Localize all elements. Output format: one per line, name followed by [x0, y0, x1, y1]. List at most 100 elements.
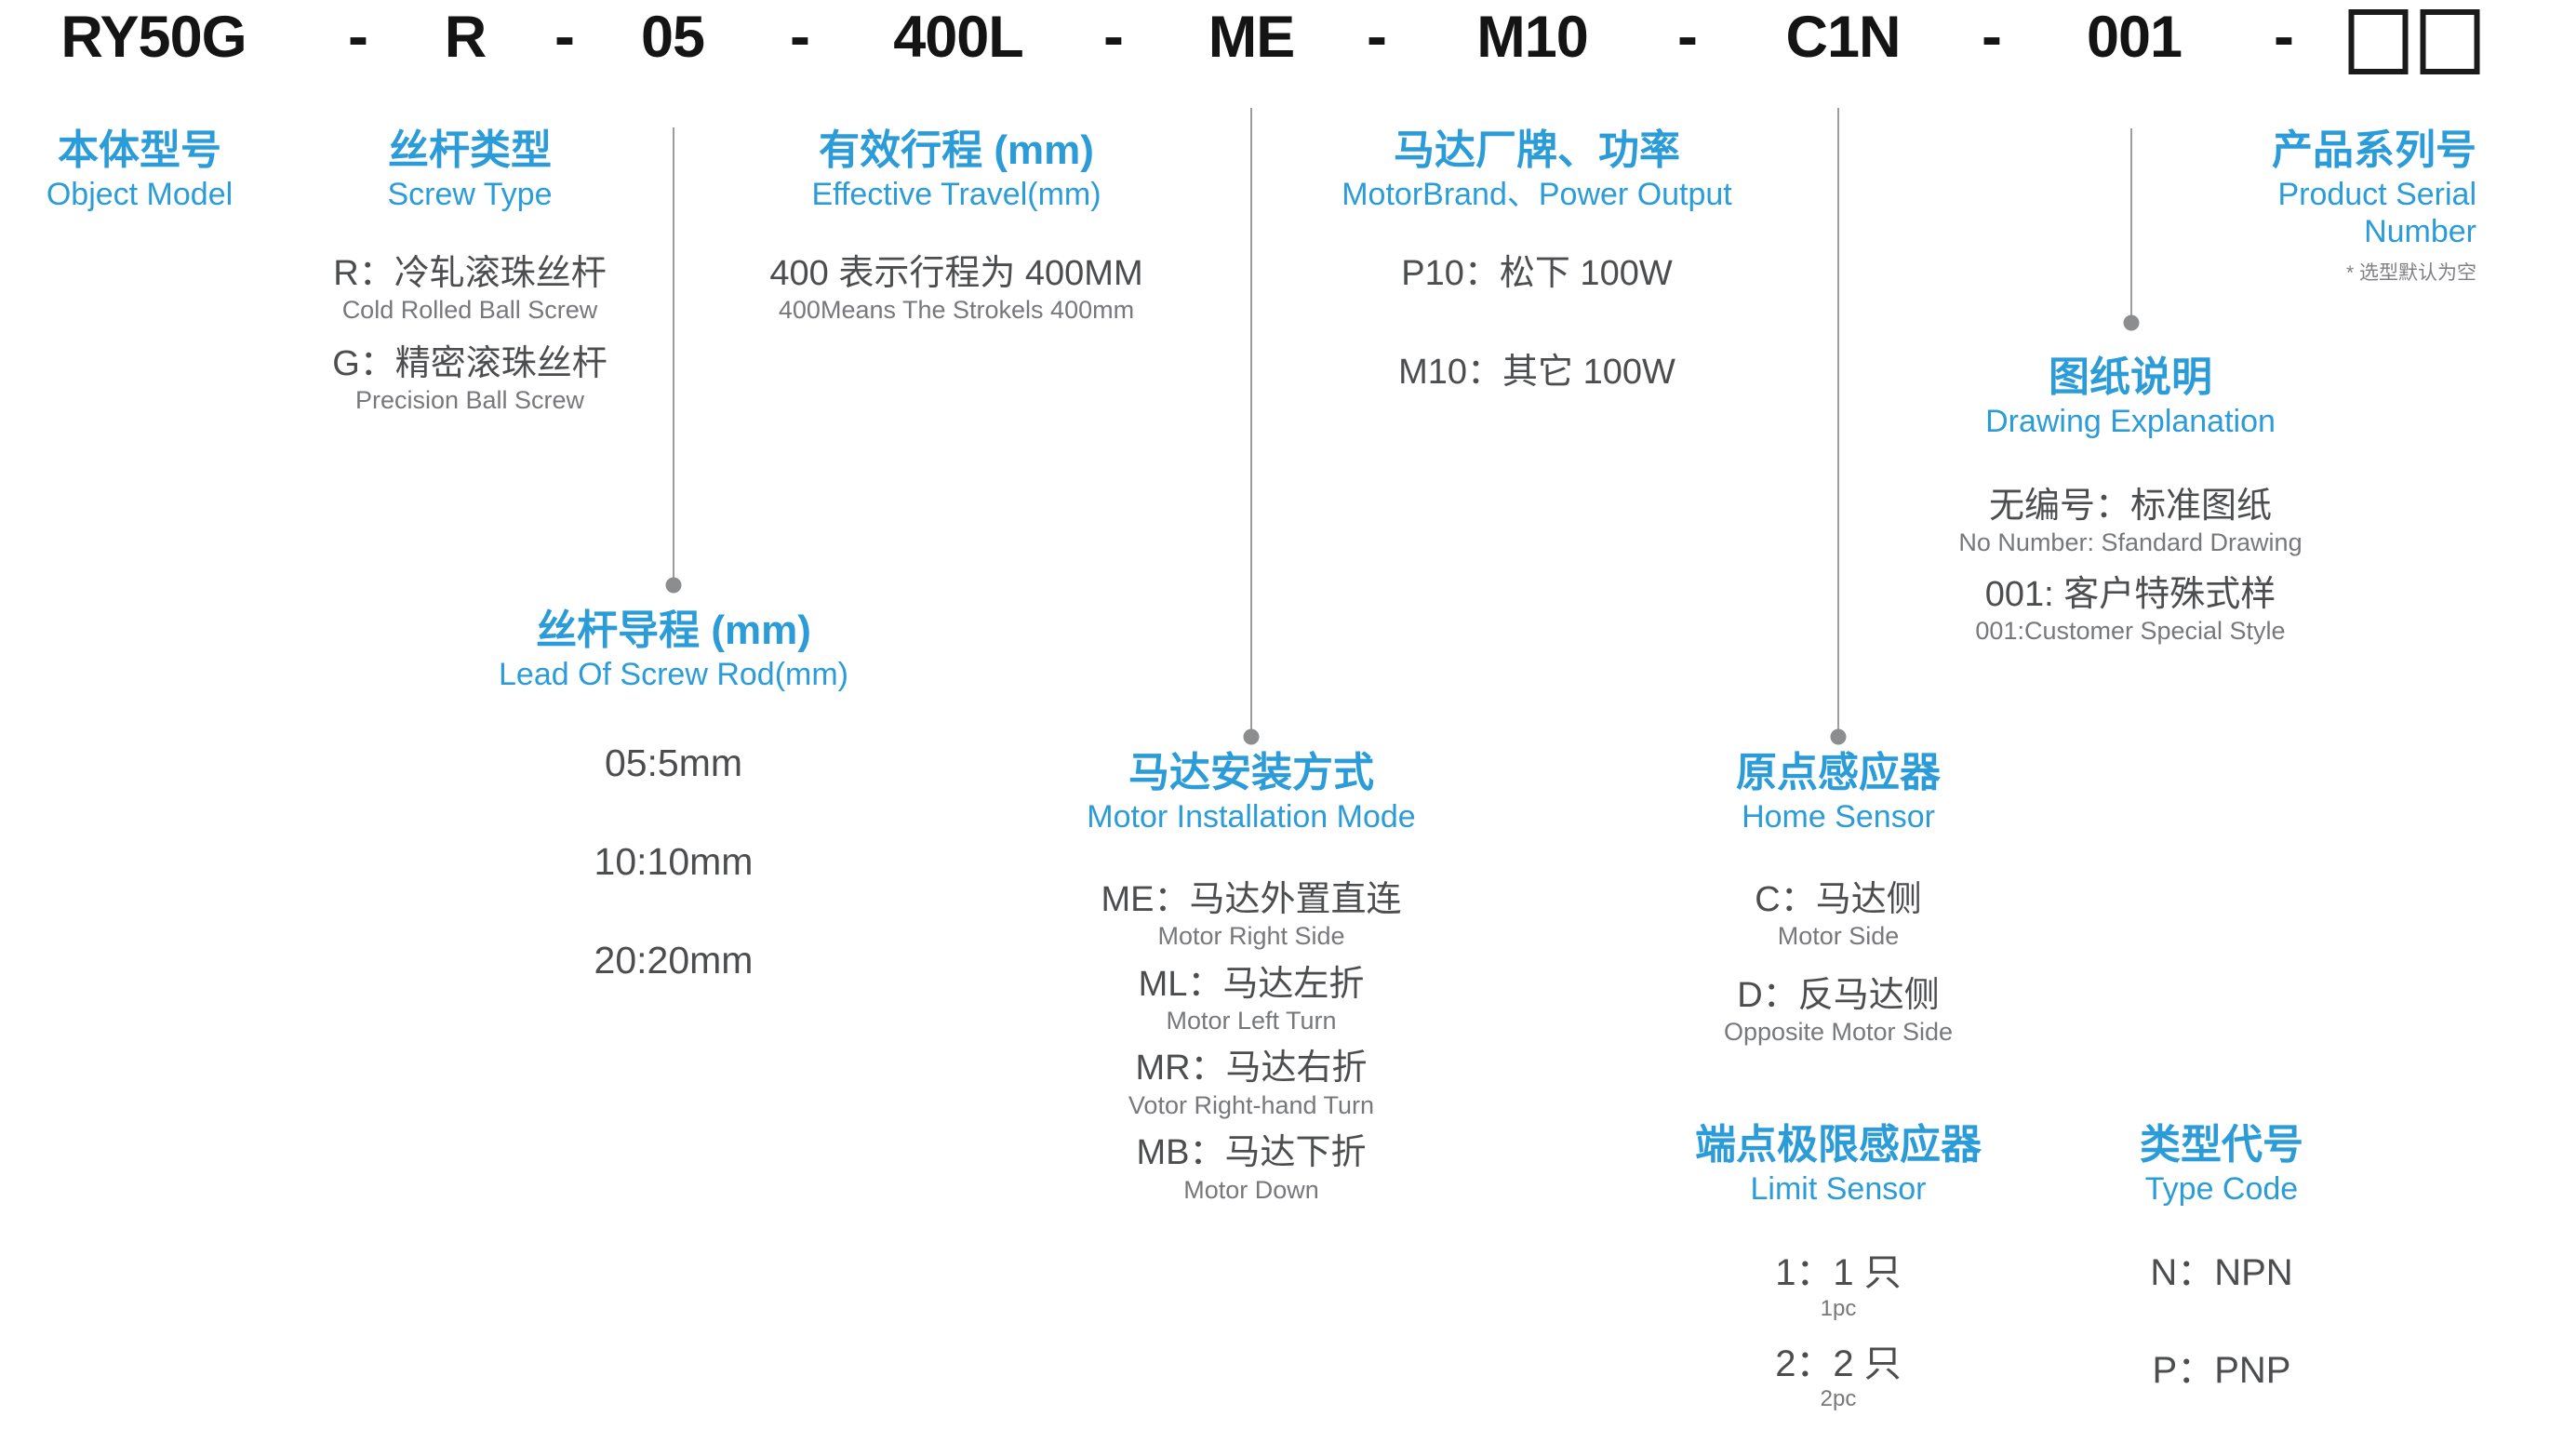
section-type-code: 类型代号 Type Code N：NPN P：PNP	[2140, 1121, 2303, 1446]
option-label-en: Votor Right-hand Turn	[1128, 1090, 1375, 1119]
connector-dot-drawing-explanation	[2123, 314, 2140, 331]
serial-placeholder-boxes	[2348, 9, 2480, 74]
section-title-en: Screw Type	[387, 176, 553, 212]
section-title-en-line2: Number	[2364, 213, 2476, 249]
section-title-en: Limit Sensor	[1750, 1170, 1927, 1207]
option-label-zh: G：精密滚珠丝杆	[332, 343, 607, 383]
section-title-en: Object Model	[46, 176, 234, 212]
section-motor-installation: 马达安装方式 Motor Installation Mode ME：马达外置直连…	[1087, 749, 1415, 1216]
option-label-en: Motor Side	[1777, 922, 1900, 951]
option-item: 400 表示行程为 400MM 400Means The Strokels 40…	[769, 252, 1142, 326]
option-label-en: Opposite Motor Side	[1723, 1018, 1954, 1047]
section-product-serial: 产品系列号 Product Serial Number * 选型默认为空	[2272, 127, 2476, 286]
model-code-separator: -	[1982, 1, 2002, 70]
option-list: 无编号：标准图纸 No Number: Sfandard Drawing 001…	[1958, 485, 2302, 647]
option-item: 无编号：标准图纸 No Number: Sfandard Drawing	[1958, 485, 2302, 558]
model-code-segment: C1N	[1785, 5, 1901, 70]
section-title-en: Home Sensor	[1742, 798, 1935, 835]
option-label-en: No Number: Sfandard Drawing	[1958, 528, 2303, 557]
section-title-en: Type Code	[2144, 1170, 2299, 1207]
option-list: 1：1 只 1pc 2：2 只 2pc	[1695, 1250, 1982, 1413]
option-label-zh: N：NPN	[2150, 1251, 2293, 1293]
option-label-zh: R：冷轧滚珠丝杆	[333, 253, 607, 293]
option-label-zh: 20:20mm	[594, 938, 754, 982]
section-title-zh: 丝杆导程 (mm)	[536, 608, 811, 653]
model-code-segment: M10	[1476, 5, 1589, 70]
option-label-zh: D：反马达侧	[1737, 975, 1940, 1015]
option-label-en: Precision Ball Screw	[354, 386, 585, 415]
connector-dot-screw-lead	[665, 577, 682, 594]
option-label-en: Cold Rolled Ball Screw	[341, 296, 598, 325]
option-label-en: Motor Down	[1183, 1175, 1319, 1204]
model-code-separator: -	[2274, 1, 2294, 70]
placeholder-box	[2348, 9, 2409, 74]
section-title-en: Lead Of Screw Rod(mm)	[499, 656, 848, 692]
option-label-zh: M10：其它 100W	[1398, 353, 1675, 393]
model-code-segment: RY50G	[60, 5, 247, 70]
section-title-zh: 类型代号	[2140, 1122, 2303, 1168]
option-list: N：NPN P：PNP	[2140, 1250, 2303, 1394]
option-item: 001: 客户特殊式样 001:Customer Special Style	[1958, 573, 2302, 647]
option-item: R：冷轧滚珠丝杆 Cold Rolled Ball Screw	[332, 252, 607, 326]
option-label-zh: 400 表示行程为 400MM	[769, 253, 1143, 293]
section-title-en: Effective Travel(mm)	[811, 176, 1101, 212]
connector-dot-motor-installation	[1243, 728, 1260, 745]
option-item: 2：2 只 2pc	[1695, 1342, 1982, 1414]
option-label-zh: 05:5mm	[604, 741, 743, 784]
section-title-zh: 原点感应器	[1736, 750, 1941, 795]
option-item: MR：马达右折 Votor Right-hand Turn	[1087, 1047, 1415, 1120]
model-code-segment: ME	[1208, 5, 1295, 70]
option-list: C：马达侧 Motor Side D：反马达侧 Opposite Motor S…	[1724, 878, 1953, 1048]
section-limit-sensor: 端点极限感应器 Limit Sensor 1：1 只 1pc 2：2 只 2pc	[1695, 1121, 1982, 1432]
option-label-zh: ML：马达左折	[1138, 964, 1365, 1004]
option-label-en: Motor Left Turn	[1166, 1007, 1337, 1035]
section-title-en: Product Serial	[2277, 176, 2476, 212]
model-code-separator: -	[1103, 1, 1124, 70]
option-label-zh: P10：松下 100W	[1401, 253, 1673, 293]
section-title-en: Drawing Explanation	[1985, 403, 2276, 439]
option-list: R：冷轧滚珠丝杆 Cold Rolled Ball Screw G：精密滚珠丝杆…	[332, 252, 607, 416]
connector-line-motor-installation	[1250, 108, 1252, 731]
option-label-en: 2pc	[1820, 1386, 1857, 1412]
model-code-separator: -	[348, 1, 368, 70]
option-item: G：精密滚珠丝杆 Precision Ball Screw	[332, 342, 607, 416]
option-label-zh: MB：马达下折	[1136, 1133, 1367, 1173]
section-drawing-explanation: 图纸说明 Drawing Explanation 无编号：标准图纸 No Num…	[1958, 354, 2302, 661]
option-label-zh: 无编号：标准图纸	[1988, 486, 2273, 526]
section-title-en: Motor Installation Mode	[1087, 798, 1416, 835]
option-label-zh: 1：1 只	[1775, 1251, 1902, 1293]
section-title-zh: 图纸说明	[2048, 354, 2212, 400]
option-label-en: 400Means The Strokels 400mm	[778, 296, 1135, 325]
option-list: ME：马达外置直连 Motor Right Side ML：马达左折 Motor…	[1087, 878, 1415, 1205]
option-label-en: Motor Right Side	[1157, 922, 1345, 951]
section-title-zh: 端点极限感应器	[1695, 1122, 1982, 1168]
section-title-zh: 有效行程 (mm)	[819, 127, 1094, 173]
connector-line-drawing-explanation	[2130, 128, 2132, 316]
option-item: MB：马达下折 Motor Down	[1087, 1131, 1415, 1205]
option-label-zh: P：PNP	[2152, 1349, 2291, 1391]
section-title-en: MotorBrand、Power Output	[1342, 176, 1732, 212]
section-object-model: 本体型号 Object Model	[47, 127, 233, 213]
option-item: ML：马达左折 Motor Left Turn	[1087, 963, 1415, 1036]
section-motor-brand: 马达厂牌、功率 MotorBrand、Power Output P10：松下 1…	[1342, 127, 1732, 450]
option-item: ME：马达外置直连 Motor Right Side	[1087, 878, 1415, 952]
section-home-sensor: 原点感应器 Home Sensor C：马达侧 Motor Side D：反马达…	[1724, 749, 1953, 1069]
section-title-zh: 产品系列号	[2272, 127, 2476, 173]
section-screw-type: 丝杆类型 Screw Type R：冷轧滚珠丝杆 Cold Rolled Bal…	[332, 127, 607, 432]
section-effective-travel: 有效行程 (mm) Effective Travel(mm) 400 表示行程为…	[769, 127, 1142, 342]
option-label-zh: C：马达侧	[1755, 879, 1922, 919]
option-list: P10：松下 100W M10：其它 100W	[1342, 252, 1732, 394]
option-list: 05:5mm 10:10mm 20:20mm	[499, 740, 848, 983]
option-item: D：反马达侧 Opposite Motor Side	[1724, 974, 1953, 1048]
connector-line-home-sensor	[1837, 108, 1839, 731]
model-code-segment: R	[444, 5, 487, 70]
section-title-zh: 马达厂牌、功率	[1394, 127, 1680, 173]
section-screw-lead: 丝杆导程 (mm) Lead Of Screw Rod(mm) 05:5mm 1…	[499, 607, 848, 1035]
model-code-segment: 001	[2086, 5, 2183, 70]
section-title-zh: 丝杆类型	[388, 127, 552, 173]
connector-dot-home-sensor	[1830, 728, 1847, 745]
model-code-separator: -	[1367, 1, 1387, 70]
option-label-zh: 2：2 只	[1775, 1342, 1902, 1384]
placeholder-box	[2420, 9, 2480, 74]
